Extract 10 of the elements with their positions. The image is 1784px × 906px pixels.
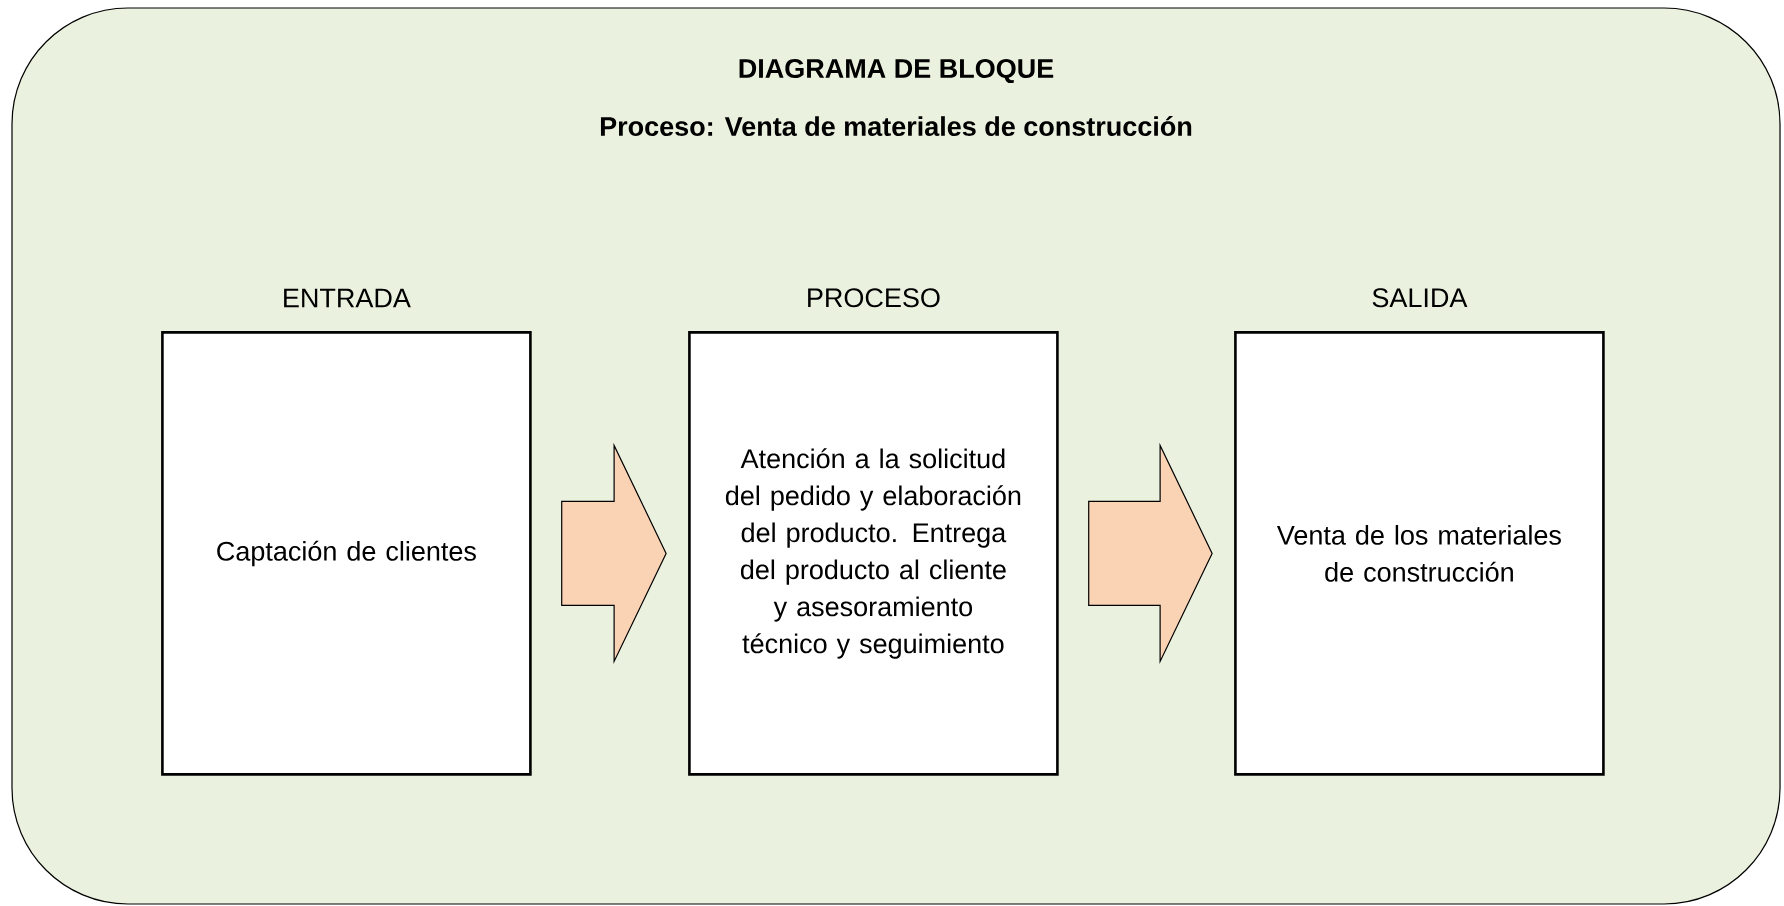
block-arrow — [1088, 442, 1213, 665]
panel-heading: DIAGRAMA DE BLOQUE — [739, 58, 1054, 84]
process-box: Venta de los materiales de construcción — [1234, 331, 1605, 776]
column-heading: SALIDA — [1372, 288, 1468, 308]
block-arrow — [561, 442, 667, 665]
process-box: Captación de clientes — [161, 331, 532, 776]
column-heading: ENTRADA — [284, 288, 411, 308]
column-heading: PROCESO — [808, 288, 940, 308]
panel-subheading: Proceso: Venta de materiales de construcción — [600, 116, 1192, 137]
process-box: Atención a la solicitud del pedido y elaboración del producto. Entrega del producto al cliente y asesoramiento técnico y seguimiento — [688, 331, 1059, 776]
